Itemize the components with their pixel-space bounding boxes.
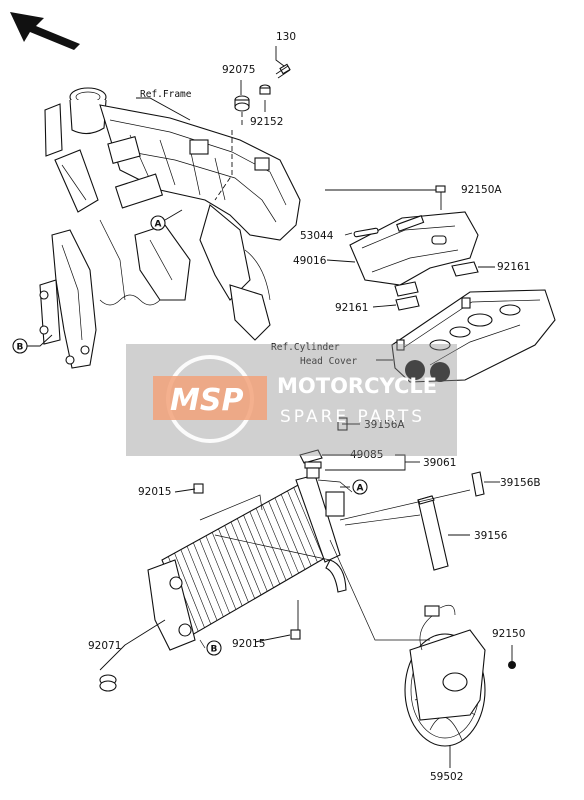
grommet-92015a [193,483,204,494]
label-39156B: 39156B [500,477,541,489]
label-49085: 49085 [350,449,383,461]
label-92015-bottom: 92015 [232,638,265,650]
watermark-subtitle: SPARE PARTS [280,407,425,427]
pad-92161c [395,295,420,311]
svg-text:A: A [155,220,162,230]
bolt-130 [275,63,291,79]
frame-illustration [39,87,301,369]
label-92015-top: 92015 [138,486,171,498]
radiator-fin [293,487,325,559]
radiator-fin [224,525,256,599]
marker-a-radiator: A [352,479,368,495]
air-duct-49016 [349,211,479,286]
label-head-cover: Head Cover [300,356,357,367]
label-92161-right: 92161 [497,261,530,273]
label-92152: 92152 [250,116,283,128]
direction-arrow-icon [10,12,80,50]
label-49016: 49016 [293,255,327,267]
label-130: 130 [276,31,296,43]
radiator-fin [199,539,230,614]
marker-a-frame: A [150,215,166,231]
label-92075: 92075 [222,64,255,76]
marker-b-frame: B [12,338,28,354]
radiator-fin [193,542,224,617]
radiator-fin [268,501,299,574]
seal-39156 [417,495,449,571]
fan-59502 [404,604,516,747]
pin-53044 [353,227,379,238]
cylinder-head-cover [391,289,556,383]
label-ref-cylinder: Ref.Cylinder [271,342,340,353]
marker-b-radiator: B [206,640,222,656]
label-39156: 39156 [474,530,508,542]
msp-watermark: MSP MOTORCYCLE SPARE PARTS [126,344,457,456]
radiator-39061 [147,474,353,651]
grommet-92075 [234,95,250,112]
radiator-fin [243,514,274,588]
radiator-fin [186,546,218,621]
radiator-fin [280,494,312,567]
radiator-fin [174,552,205,628]
label-39061: 39061 [423,457,456,469]
svg-text:B: B [211,645,218,655]
label-92161-left: 92161 [335,302,368,314]
radiator-fin [249,511,281,585]
radiator-fin [274,497,306,570]
svg-text:B: B [17,343,24,353]
grommet-92071 [99,674,117,692]
pad-92161b [394,281,419,297]
radiator-fin [236,518,268,592]
cap-49085 [299,449,323,479]
collar-92152 [259,84,271,95]
radiator-fin [218,528,249,603]
radiator-fin [255,508,287,581]
watermark-title: MOTORCYCLE [277,374,437,398]
bolt-92150A [435,185,446,210]
radiator-fin [262,504,293,577]
label-39156A: 39156A [364,419,405,431]
svg-text:A: A [357,484,364,494]
radiator-fin [180,549,212,625]
label-53044: 53044 [300,230,334,242]
label-92150A: 92150A [461,184,502,196]
radiator-fin [287,490,318,563]
radiator-fin [230,521,262,596]
label-92150: 92150 [492,628,525,640]
watermark-logo: MSP [170,383,243,418]
label-ref-frame: Ref.Frame [140,89,192,100]
radiator-fin [211,532,243,607]
radiator-fin [205,535,237,610]
label-59502: 59502 [430,771,463,783]
pad-92161a [451,261,479,277]
grommet-92015b [290,629,301,640]
label-92071: 92071 [88,640,121,652]
seal-39156B [471,471,485,497]
